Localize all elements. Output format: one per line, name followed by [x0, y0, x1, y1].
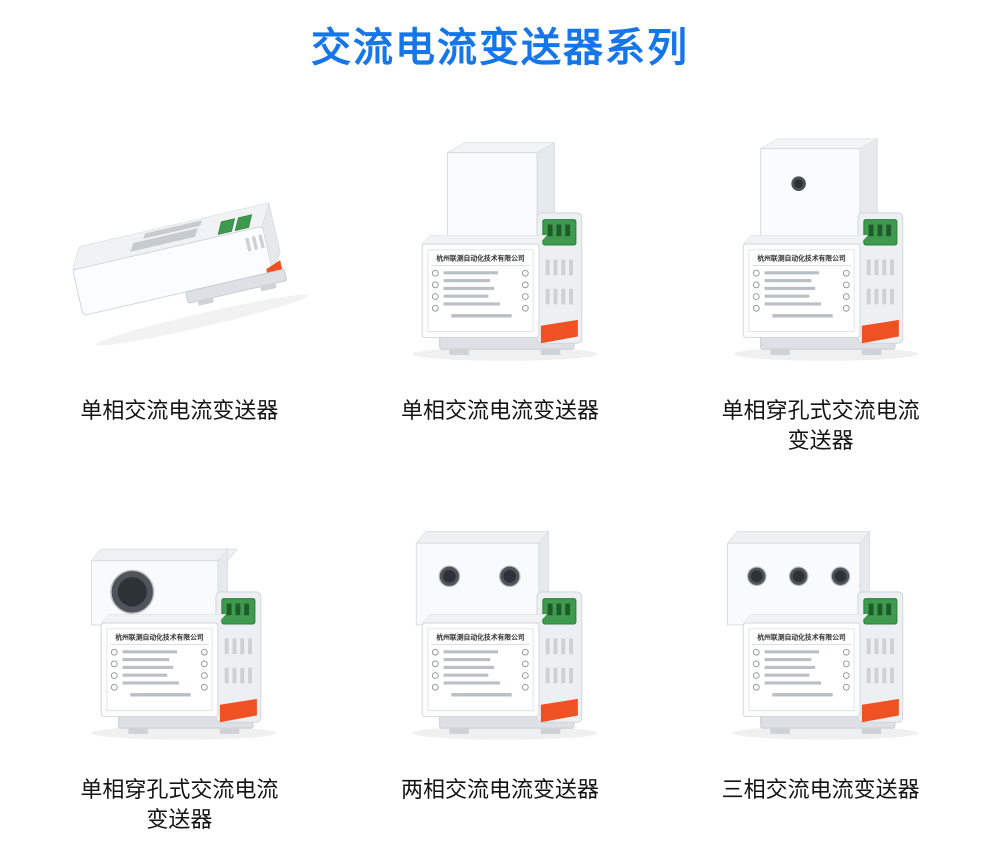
- product-card: 两相交流电流变送器: [347, 477, 654, 834]
- through-hole: [746, 566, 767, 587]
- through-hole: [498, 565, 521, 588]
- product-caption: 单相穿孔式交流电流变送器: [80, 777, 279, 833]
- through-hole: [788, 566, 809, 587]
- vent-slots: [245, 234, 266, 252]
- product-illustration-horizontal: [72, 202, 309, 346]
- product-illustration-top-box: [354, 142, 646, 390]
- product-image: [347, 98, 654, 390]
- product-image: [667, 98, 974, 390]
- terminal-block: [218, 214, 253, 235]
- through-hole: [110, 570, 155, 615]
- product-grid: 单相交流电流变送器 单相交流电流变送器: [0, 88, 1000, 835]
- product-illustration-three-holes: [726, 530, 967, 769]
- through-hole: [438, 565, 461, 588]
- product-card: 单相交流电流变送器: [26, 98, 333, 455]
- product-image: [26, 98, 333, 390]
- product-illustration-one-hole: [91, 548, 325, 769]
- product-caption: 单相交流电流变送器: [80, 398, 279, 423]
- device-body: [72, 202, 281, 316]
- product-caption: 单相穿孔式交流电流变送器: [721, 398, 920, 453]
- product-card: 单相交流电流变送器: [347, 98, 654, 455]
- product-card: 三相交流电流变送器: [667, 477, 974, 834]
- product-caption: 三相交流电流变送器: [721, 777, 920, 803]
- product-image: [347, 477, 654, 769]
- hole-body: [415, 530, 550, 626]
- page-title: 交流电流变送器系列: [311, 26, 689, 70]
- product-caption: 两相交流电流变送器: [400, 777, 599, 803]
- product-illustration-small-hole: [675, 138, 967, 390]
- product-card: 单相穿孔式交流电流变送器: [667, 98, 974, 455]
- product-caption: 单相交流电流变送器: [400, 398, 599, 423]
- product-image: [26, 477, 333, 769]
- din-rail-foot: [185, 269, 288, 306]
- product-card: 单相穿孔式交流电流变送器: [26, 477, 333, 834]
- product-image: [667, 477, 974, 769]
- module-shadow: [96, 294, 309, 346]
- through-hole: [830, 566, 850, 587]
- wire-hole: [790, 176, 806, 191]
- top-label-print: [130, 220, 203, 252]
- product-illustration-two-holes: [354, 530, 646, 769]
- top-box: [446, 142, 556, 247]
